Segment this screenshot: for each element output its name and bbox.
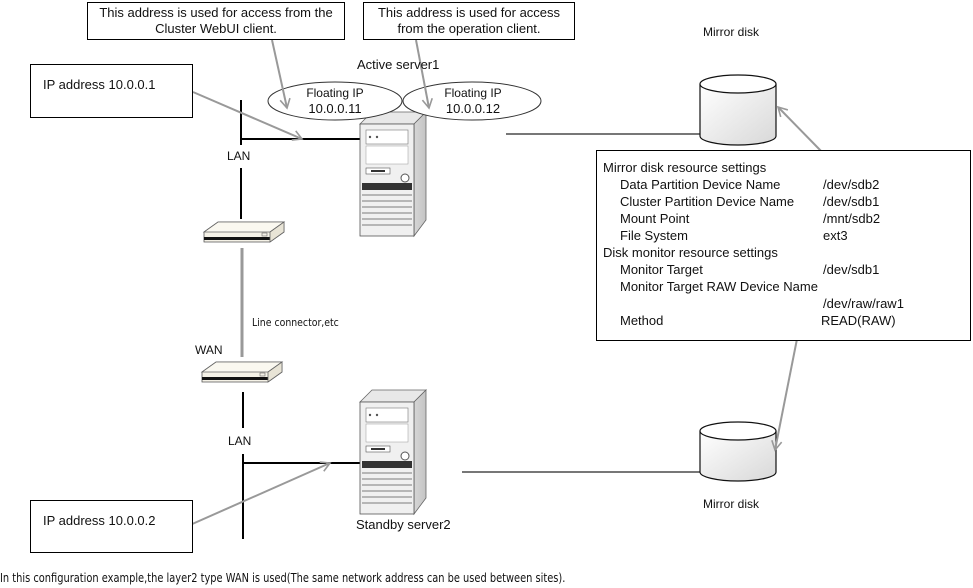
settings-key	[603, 295, 823, 312]
settings-value: /mnt/sdb2	[823, 211, 881, 226]
mirror-disk-bottom-label: Mirror disk	[703, 497, 759, 511]
mirror-disk-icon	[699, 421, 777, 482]
server-icon	[359, 389, 427, 516]
ip-address-box-server2: IP address 10.0.0.2	[30, 500, 193, 553]
active-server-label: Active server1	[357, 57, 440, 72]
settings-value: /dev/sdb1	[823, 194, 880, 209]
wan-label: WAN	[195, 343, 223, 357]
settings-row: Monitor Target /dev/sdb1	[603, 261, 970, 278]
floating-ip-label: Floating IP	[444, 86, 502, 100]
arrow-ip2-to-lan	[189, 461, 332, 526]
floating-ip-ellipse	[402, 81, 542, 121]
mirror-settings-header: Mirror disk resource settings	[603, 160, 767, 175]
settings-key: Monitor Target RAW Device Name	[620, 279, 818, 294]
settings-row: Method READ(RAW)	[603, 312, 970, 329]
line-connector-label: Line connector,etc	[252, 316, 339, 329]
floating-ip-address: 10.0.0.11	[308, 101, 362, 116]
callout-operation: This address is used for access from the…	[363, 2, 575, 40]
floating-ip-ellipse	[267, 81, 403, 121]
settings-row: File System ext3	[603, 227, 970, 244]
settings-key: Data Partition Device Name	[620, 177, 781, 192]
footnote: In this configuration example,the layer2…	[0, 571, 566, 585]
router-icon	[200, 361, 284, 383]
settings-key: Mount Point	[620, 211, 690, 226]
settings-row: Data Partition Device Name /dev/sdb2	[603, 176, 970, 193]
settings-value: READ(RAW)	[821, 313, 896, 328]
monitor-settings-header: Disk monitor resource settings	[603, 245, 778, 260]
floating-ip-label: Floating IP	[306, 86, 364, 100]
settings-key: Method	[620, 313, 664, 328]
settings-row: Mount Point /mnt/sdb2	[603, 210, 970, 227]
floating-ip-address: 10.0.0.12	[445, 101, 501, 116]
server-icon	[359, 111, 427, 238]
callout-webui: This address is used for access from the…	[87, 2, 345, 40]
settings-row: Cluster Partition Device Name /dev/sdb1	[603, 193, 970, 210]
settings-key: Monitor Target	[620, 262, 703, 277]
settings-row: Monitor Target RAW Device Name	[603, 278, 970, 295]
lan-bottom-lines	[242, 392, 360, 539]
settings-value: ext3	[823, 228, 848, 243]
settings-value: /dev/sdb1	[823, 262, 880, 277]
router-icon	[202, 221, 286, 243]
arrow-operation-to-fip	[415, 39, 433, 110]
resource-settings-box: Mirror disk resource settings Data Parti…	[596, 150, 971, 341]
settings-key: Cluster Partition Device Name	[620, 194, 795, 209]
arrow-ip1-to-lan	[192, 91, 304, 141]
lan-top-label: LAN	[227, 149, 251, 163]
arrow-settings-to-disk-bottom	[771, 338, 798, 452]
mirror-disk-top-label: Mirror disk	[703, 25, 759, 39]
arrow-webui-to-fip	[271, 39, 291, 110]
standby-server-label: Standby server2	[356, 517, 451, 532]
mirror-disk-icon	[699, 74, 777, 146]
floating-ip-1: Floating IP 10.0.0.11	[290, 86, 380, 116]
settings-key: File System	[620, 228, 688, 243]
arrow-settings-to-disk-top	[776, 105, 823, 153]
lan-bottom-label: LAN	[228, 434, 252, 448]
floating-ip-2: Floating IP 10.0.0.12	[428, 86, 518, 116]
settings-value: /dev/sdb2	[823, 177, 880, 192]
ip-address-box-server1: IP address 10.0.0.1	[30, 64, 193, 118]
settings-value: /dev/raw/raw1	[823, 296, 904, 311]
settings-row: /dev/raw/raw1	[603, 295, 970, 312]
